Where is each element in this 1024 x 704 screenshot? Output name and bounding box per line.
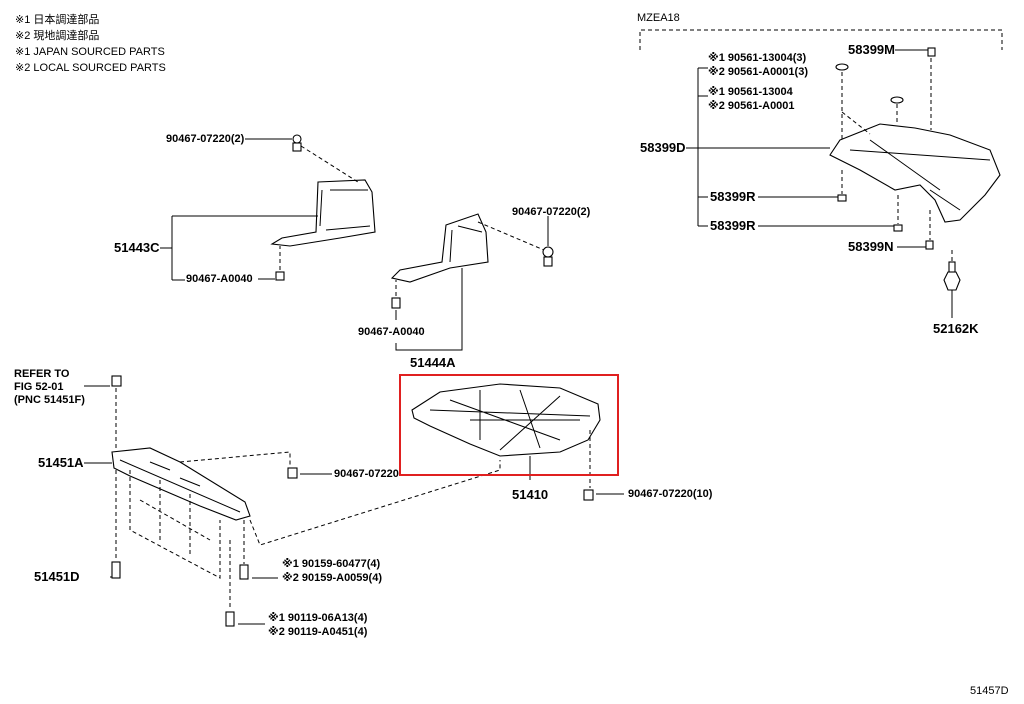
label-90159-60477-4[interactable]: ※1 90159-60477(4) <box>282 558 381 570</box>
nut-icon <box>927 47 936 57</box>
label-51410[interactable]: 51410 <box>512 487 549 502</box>
legend: ※1 日本調達部品 ※2 現地調達部品 ※1 JAPAN SOURCED PAR… <box>15 12 166 76</box>
label-51451a[interactable]: 51451A <box>38 455 84 470</box>
label-58399m[interactable]: 58399M <box>848 42 895 57</box>
model-bracket <box>639 29 1003 50</box>
nut-icon <box>837 194 847 202</box>
washer-icon <box>890 96 904 104</box>
clip-icon <box>542 246 554 267</box>
label-90467-07220-10[interactable]: 90467-07220(10) <box>628 488 713 500</box>
bolt-icon <box>111 561 121 579</box>
label-52162k[interactable]: 52162K <box>933 321 979 336</box>
clip-icon <box>583 489 594 501</box>
label-58399n[interactable]: 58399N <box>848 239 894 254</box>
clip-icon <box>287 467 298 479</box>
clip-icon <box>275 271 285 281</box>
part-51410-drawing <box>411 383 601 457</box>
part-51444a-drawing <box>390 213 489 283</box>
label-90467-07220-2-top[interactable]: 90467-07220(2) <box>166 133 245 145</box>
label-58399d[interactable]: 58399D <box>640 140 686 155</box>
clip-icon <box>292 134 302 152</box>
label-90159-a0059-4[interactable]: ※2 90159-A0059(4) <box>282 572 382 584</box>
clip-icon <box>391 297 401 309</box>
refer-note[interactable]: REFER TO FIG 52-01 (PNC 51451F) <box>14 368 85 407</box>
clip-icon <box>943 261 961 291</box>
bolt-icon <box>239 564 249 580</box>
label-58399r-1[interactable]: 58399R <box>710 189 756 204</box>
label-90467-07220-2-mid[interactable]: 90467-07220(2) <box>512 206 591 218</box>
label-90561-a0001-3[interactable]: ※2 90561-A0001(3) <box>708 66 808 78</box>
label-90119-06a13-4[interactable]: ※1 90119-06A13(4) <box>268 612 368 624</box>
label-90561-13004-3[interactable]: ※1 90561-13004(3) <box>708 52 807 64</box>
legend-line: ※1 日本調達部品 <box>15 14 100 26</box>
nut-icon <box>925 240 934 250</box>
highlight-box <box>399 374 619 476</box>
refer-line: REFER TO <box>14 368 70 380</box>
legend-line: ※2 現地調達部品 <box>15 30 100 42</box>
label-51444a[interactable]: 51444A <box>410 355 456 370</box>
clip-icon <box>111 375 122 387</box>
washer-icon <box>835 63 849 71</box>
refer-line: (PNC 51451F) <box>14 394 85 406</box>
label-90561-13004[interactable]: ※1 90561-13004 <box>708 86 793 98</box>
label-58399r-2[interactable]: 58399R <box>710 218 756 233</box>
label-90119-a0451-4[interactable]: ※2 90119-A0451(4) <box>268 626 368 638</box>
nut-icon <box>893 224 903 232</box>
label-51451d[interactable]: 51451D <box>34 569 80 584</box>
legend-line: ※1 JAPAN SOURCED PARTS <box>15 46 165 58</box>
part-51443c-drawing <box>270 179 376 247</box>
label-90467-07220[interactable]: 90467-07220 <box>334 468 399 480</box>
part-51451a-drawing <box>111 447 251 521</box>
bolt-icon <box>225 611 235 627</box>
label-90467-a0040-left[interactable]: 90467-A0040 <box>186 273 253 285</box>
part-58399d-drawing <box>829 123 1001 223</box>
figure-code: 51457D <box>970 685 1009 697</box>
legend-line: ※2 LOCAL SOURCED PARTS <box>15 62 166 74</box>
label-51443c[interactable]: 51443C <box>114 240 160 255</box>
label-90467-a0040-mid[interactable]: 90467-A0040 <box>358 326 425 338</box>
label-90561-a0001[interactable]: ※2 90561-A0001 <box>708 100 795 112</box>
refer-line: FIG 52-01 <box>14 381 64 393</box>
model-code: MZEA18 <box>637 12 680 24</box>
